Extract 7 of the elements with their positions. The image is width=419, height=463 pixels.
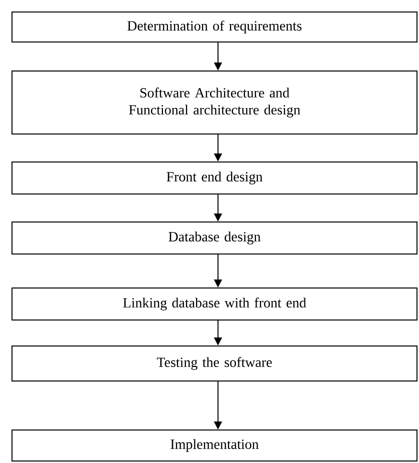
process-box: Linking database with front end xyxy=(12,288,418,320)
process-box: Database design xyxy=(12,222,418,254)
process-box: Front end design xyxy=(12,162,418,194)
process-box: Determination of requirements xyxy=(12,12,418,42)
process-box: Software Architecture and Functional architecture design xyxy=(12,70,418,134)
process-box: Implementation xyxy=(12,430,418,462)
process-box: Testing the software xyxy=(12,346,418,382)
